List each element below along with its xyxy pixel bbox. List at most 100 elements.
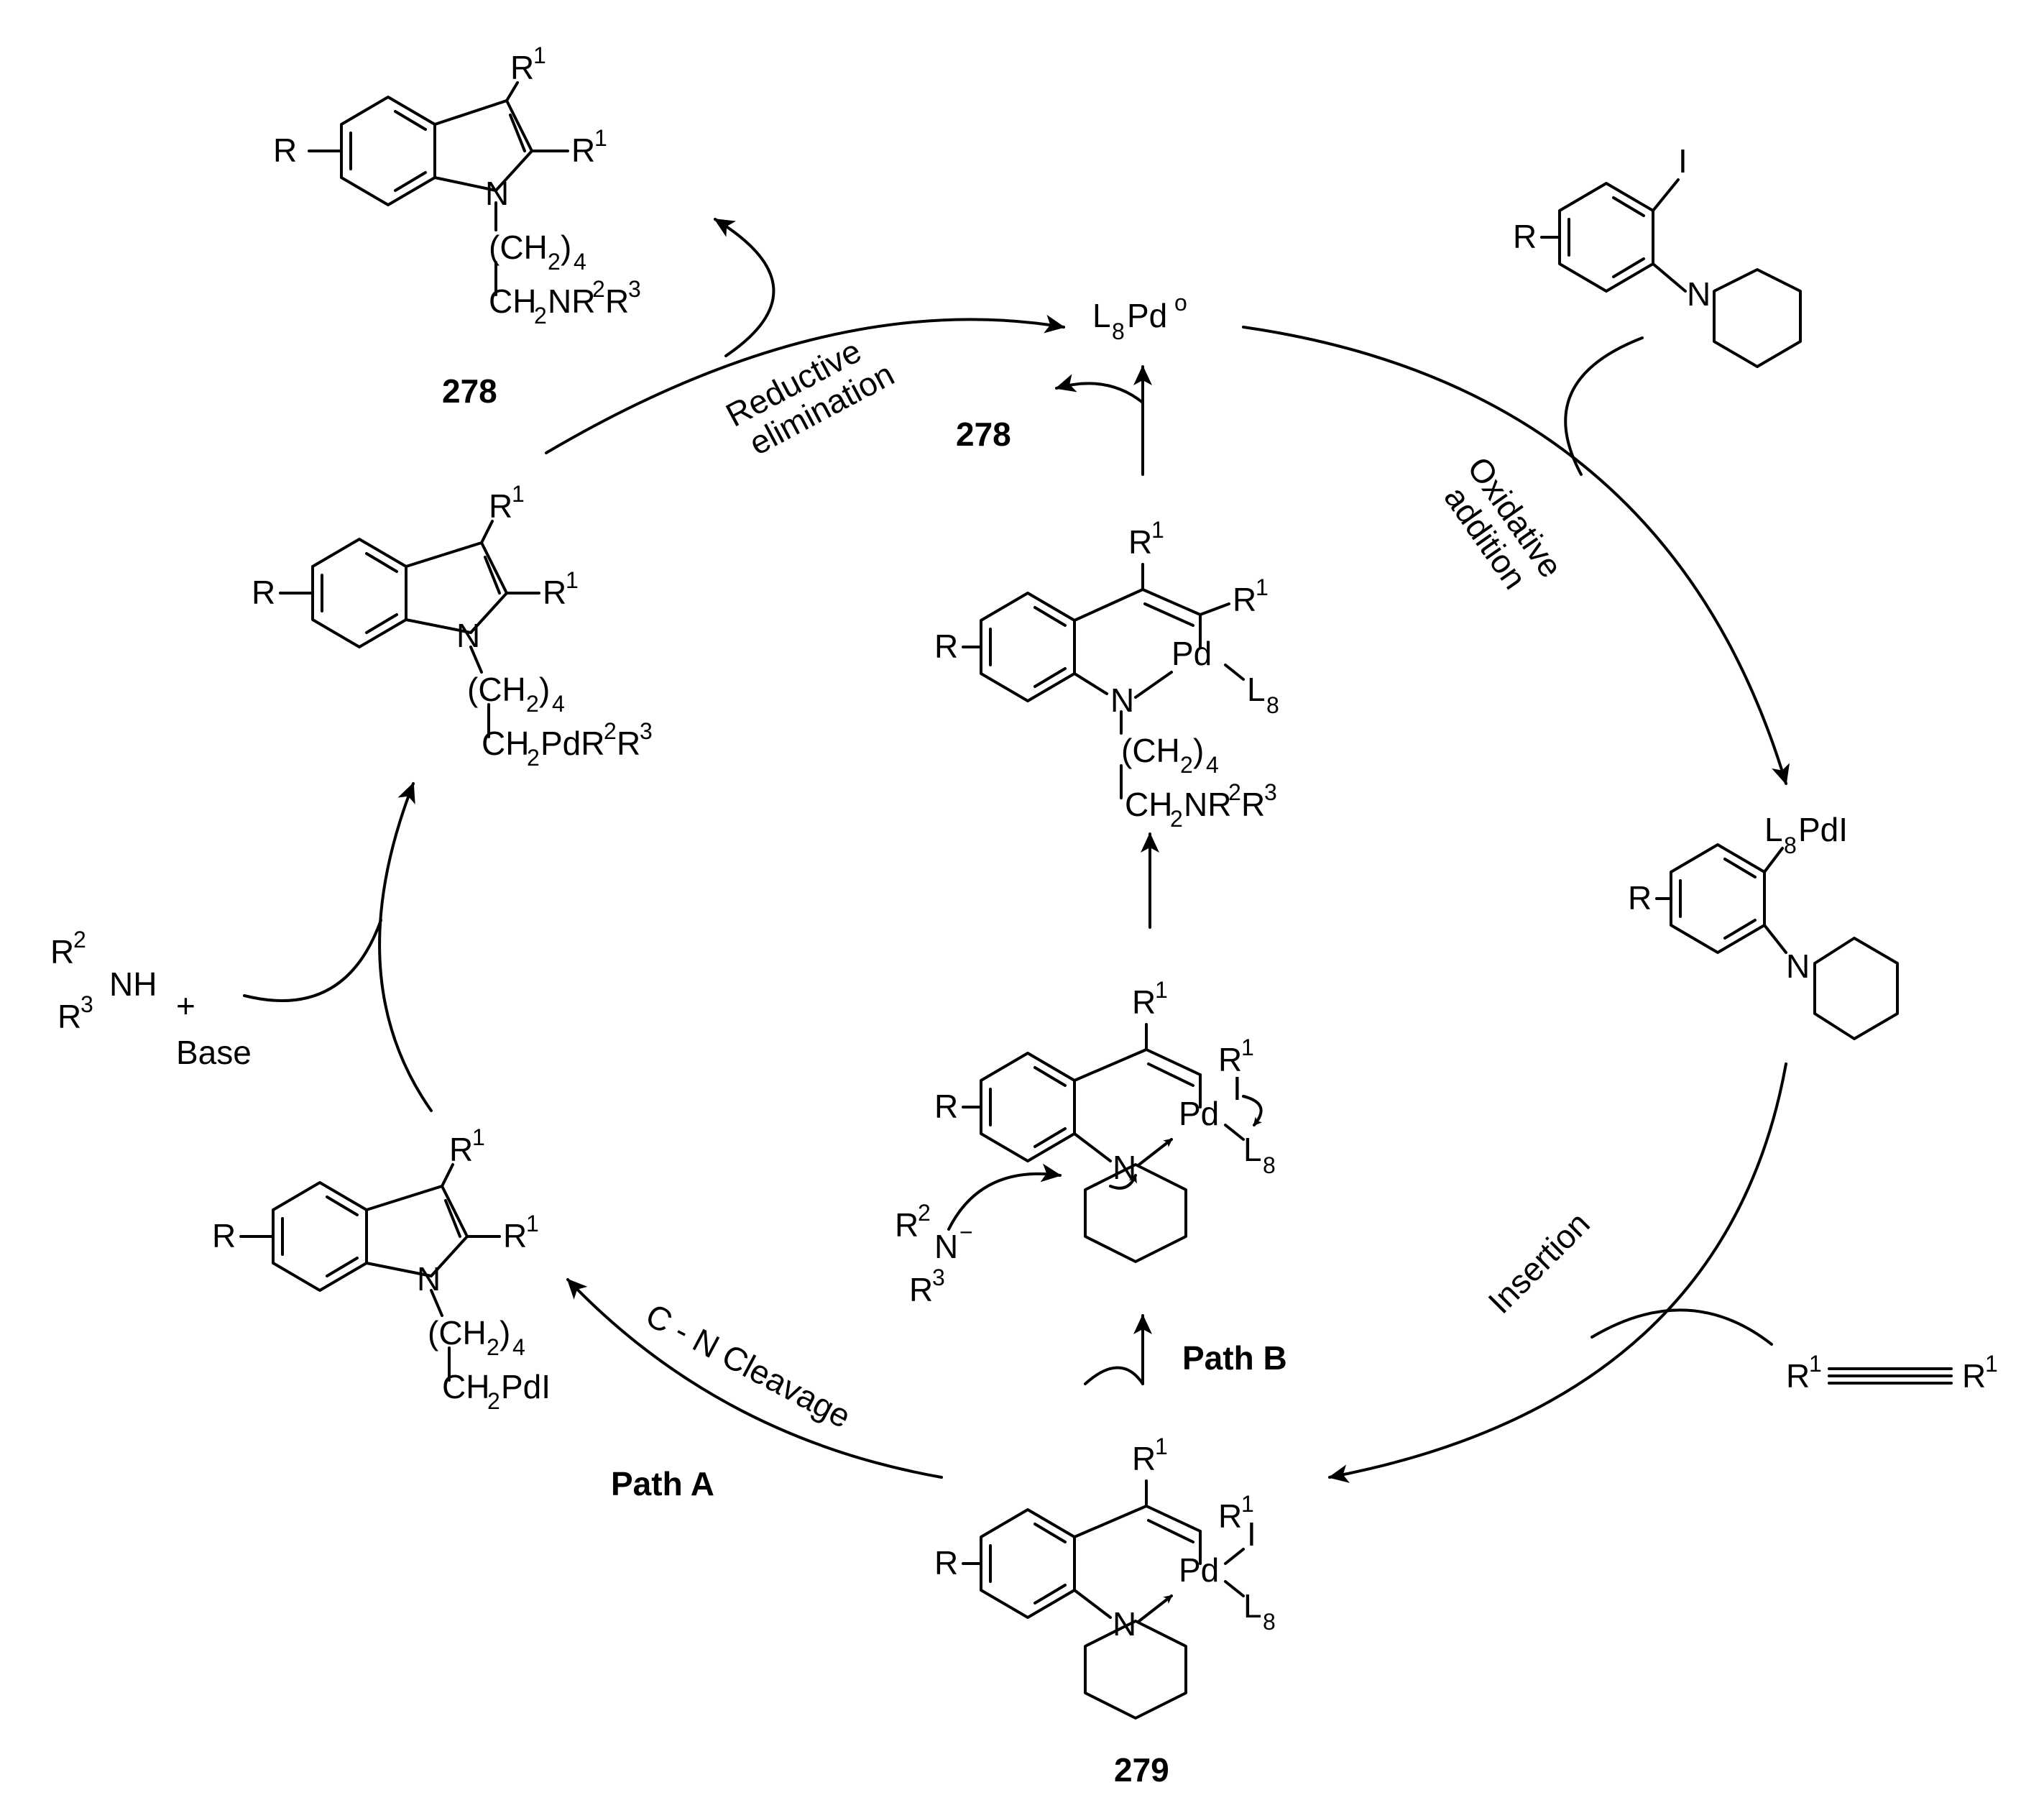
svg-text:R: R	[1132, 1440, 1156, 1477]
svg-text:1: 1	[526, 1211, 539, 1236]
svg-text:8: 8	[1784, 832, 1797, 858]
svg-text:Pd: Pd	[1179, 1095, 1219, 1132]
svg-text:8: 8	[1263, 1609, 1276, 1635]
svg-text:): )	[500, 1314, 510, 1351]
path-a-label: Path A	[611, 1465, 714, 1502]
svg-text:N: N	[1113, 1149, 1136, 1186]
svg-text:N: N	[934, 1228, 958, 1265]
svg-text:1: 1	[512, 481, 525, 507]
svg-text:PdR: PdR	[540, 725, 604, 762]
svg-text:o: o	[1174, 290, 1187, 316]
svg-text:L: L	[1243, 1587, 1262, 1625]
svg-text:2: 2	[918, 1200, 931, 1226]
svg-text:R: R	[252, 574, 275, 611]
svg-text:8: 8	[1266, 692, 1279, 718]
svg-text:R: R	[1218, 1497, 1242, 1535]
svg-text:4: 4	[1206, 752, 1219, 778]
svg-text:2: 2	[527, 745, 540, 771]
svg-text:−: −	[959, 1219, 973, 1245]
svg-text:R: R	[489, 487, 512, 525]
svg-text:NH: NH	[109, 965, 157, 1003]
oxidative-addition-label: Oxidative addition	[1437, 450, 1570, 596]
svg-text:2: 2	[1170, 806, 1183, 832]
svg-text:N: N	[1786, 947, 1810, 985]
svg-text:R: R	[1513, 218, 1537, 255]
svg-text:R: R	[617, 725, 640, 762]
catalyst-pd0: L 8 Pd o	[1092, 290, 1187, 344]
svg-text:N: N	[456, 617, 480, 654]
svg-text:CH: CH	[442, 1368, 489, 1405]
svg-text:R: R	[571, 132, 595, 169]
svg-text:Pd: Pd	[1127, 297, 1167, 334]
svg-text:1: 1	[1241, 1491, 1254, 1517]
svg-text:3: 3	[640, 718, 653, 744]
compound-number-278-center: 278	[956, 416, 1011, 453]
amide-anion: R2 N− R3	[895, 1163, 1062, 1308]
svg-text:1: 1	[1809, 1351, 1822, 1377]
svg-text:N: N	[417, 1260, 441, 1298]
svg-text:R: R	[909, 1271, 933, 1308]
svg-text:Pd: Pd	[1171, 635, 1212, 672]
svg-text:R: R	[1218, 1041, 1242, 1078]
oxidative-addition-arrow	[1242, 326, 1790, 785]
svg-text:R: R	[1786, 1357, 1810, 1395]
svg-text:2: 2	[1180, 752, 1193, 778]
svg-text:L: L	[1243, 1131, 1262, 1168]
svg-text:2: 2	[73, 927, 86, 953]
svg-text:(CH: (CH	[489, 229, 548, 266]
product-release-curve-center	[1055, 374, 1144, 404]
svg-text:R: R	[934, 1088, 958, 1125]
compound-number-278-top: 278	[442, 372, 497, 410]
insertion-arrow	[1328, 1062, 1787, 1483]
svg-text:R: R	[510, 49, 534, 86]
svg-text:1: 1	[1241, 1034, 1254, 1060]
svg-text:CH: CH	[1125, 786, 1172, 823]
svg-text:2: 2	[526, 691, 539, 717]
amine-and-base-reagents: R2 NH R3 + Base	[50, 927, 252, 1071]
svg-text:8: 8	[1112, 318, 1125, 344]
svg-text:1: 1	[566, 567, 579, 593]
amine-entry-curve	[243, 919, 382, 1002]
svg-text:I: I	[1233, 1070, 1242, 1107]
svg-text:(CH: (CH	[428, 1314, 487, 1351]
svg-text:(CH: (CH	[1121, 732, 1180, 769]
svg-text:CH: CH	[489, 283, 536, 320]
svg-text:4: 4	[574, 249, 586, 275]
svg-text:R: R	[1132, 983, 1156, 1021]
compound-number-279: 279	[1114, 1751, 1169, 1789]
svg-text:N: N	[485, 175, 509, 212]
svg-text:R: R	[57, 998, 81, 1035]
svg-text:4: 4	[512, 1334, 525, 1360]
alkyne-entry-curve	[1590, 1308, 1773, 1346]
svg-text:N: N	[1687, 275, 1711, 313]
aryl-iodide-substrate: R I N	[1513, 142, 1802, 368]
svg-text:R: R	[212, 1217, 236, 1254]
svg-text:R: R	[543, 574, 566, 611]
svg-text:I: I	[1678, 142, 1688, 180]
svg-text:1: 1	[1985, 1351, 1998, 1377]
svg-text:2: 2	[548, 249, 561, 275]
aryl-iodide-entry-curve	[1564, 336, 1644, 476]
svg-text:2: 2	[1228, 779, 1241, 805]
amine-coupling-arrow	[378, 782, 433, 1112]
svg-text:1: 1	[533, 42, 546, 68]
svg-text:): )	[1193, 732, 1204, 769]
svg-text:(CH: (CH	[467, 671, 526, 708]
svg-text:N: N	[1113, 1605, 1136, 1643]
svg-text:R: R	[934, 1544, 958, 1582]
svg-text:R: R	[1241, 786, 1265, 823]
svg-text:I: I	[1247, 1515, 1256, 1553]
svg-text:1: 1	[1151, 517, 1164, 543]
product-release-curve-top	[714, 218, 775, 357]
svg-text:PdI: PdI	[1798, 811, 1848, 848]
svg-text:CH: CH	[482, 725, 529, 762]
svg-text:): )	[539, 671, 550, 708]
svg-text:R: R	[934, 628, 958, 665]
svg-text:1: 1	[1256, 574, 1269, 600]
